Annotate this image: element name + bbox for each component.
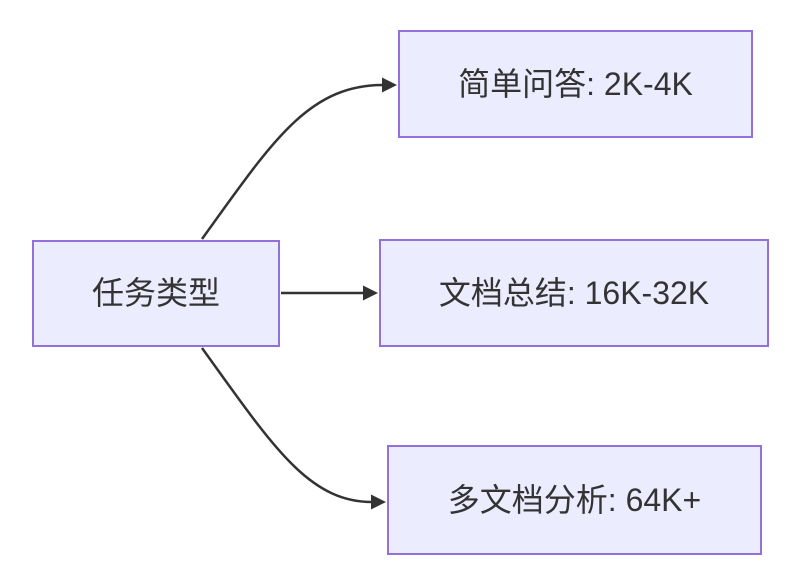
arrowhead-icon (382, 77, 397, 93)
node-task-type-label: 任务类型 (91, 275, 220, 312)
edge-root-to-simple-qa (200, 77, 397, 240)
edge-curve-down (200, 347, 373, 504)
node-multi-doc: 多文档分析: 64K+ (387, 445, 762, 555)
edge-root-to-doc-summary (281, 285, 378, 301)
node-task-type: 任务类型 (32, 240, 280, 347)
edge-curve-up (200, 83, 384, 240)
arrowhead-icon (371, 494, 386, 510)
node-multi-doc-label: 多文档分析: 64K+ (447, 481, 702, 518)
node-doc-summary: 文档总结: 16K-32K (379, 239, 769, 347)
node-simple-qa: 简单问答: 2K-4K (398, 30, 753, 138)
edge-root-to-multi-doc (200, 347, 386, 510)
node-simple-qa-label: 简单问答: 2K-4K (458, 65, 693, 102)
node-doc-summary-label: 文档总结: 16K-32K (438, 274, 710, 311)
arrowhead-icon (363, 285, 378, 301)
